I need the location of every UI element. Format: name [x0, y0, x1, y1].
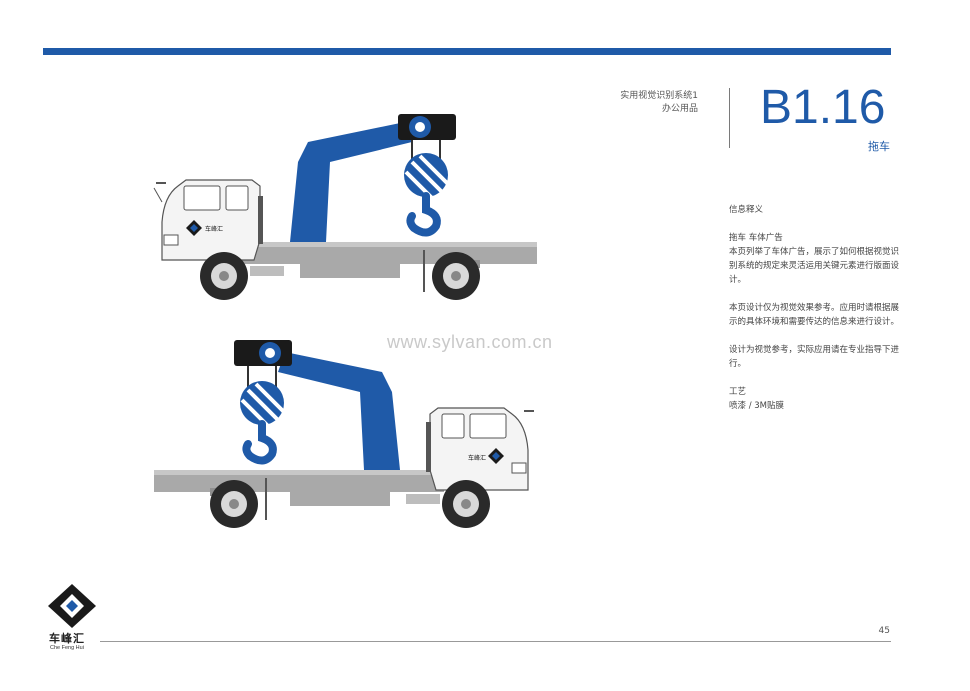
header-divider — [729, 88, 730, 148]
cab-logo-text: 车峰汇 — [205, 225, 223, 233]
system-label: 实用视觉识别系统1 办公用品 — [620, 90, 698, 116]
cab-logo-text: 车峰汇 — [468, 454, 486, 462]
info-panel: 信息释义 拖车 车体广告 本页列举了车体广告，展示了如何根据视觉识别系统的规定来… — [729, 203, 899, 427]
rear-wheel — [210, 480, 258, 528]
crane-arm — [278, 352, 400, 470]
cab-logo: 车峰汇 — [468, 448, 504, 464]
info-paragraph-3: 设计为视觉参考，实际应用请在专业指导下进行。 — [729, 345, 900, 369]
front-wheel — [442, 480, 490, 528]
tow-truck-right-illustration: 车峰汇 — [154, 340, 534, 528]
craft-value: 喷漆 / 3M贴膜 — [729, 401, 785, 411]
info-paragraph-1: 本页列举了车体广告，展示了如何根据视觉识别系统的规定来灵活运用关键元素进行版面设… — [729, 247, 900, 285]
top-accent-bar — [43, 48, 891, 55]
footer-rule — [100, 641, 891, 642]
craft-title: 工艺 — [729, 387, 747, 397]
crane-hook-block — [240, 366, 286, 465]
info-heading: 信息释义 — [729, 205, 764, 215]
crane-hook-block — [404, 140, 450, 237]
info-paragraph-2: 本页设计仅为视觉效果参考。应用时请根据展示的具体环境和需要传达的信息来进行设计。 — [729, 303, 900, 327]
system-line-1: 实用视觉识别系统1 — [620, 91, 698, 101]
system-line-2: 办公用品 — [661, 104, 698, 114]
crane-arm — [290, 122, 412, 242]
brand-name-cn: 车峰汇 — [49, 632, 85, 645]
info-item-title: 拖车 车体广告 — [729, 233, 783, 243]
rear-wheel — [432, 252, 480, 300]
brand-name-en: Che Feng Hui — [50, 645, 84, 651]
section-code: B1.16 — [760, 81, 886, 134]
tow-truck-left-illustration: 车峰汇 — [153, 114, 537, 300]
watermark: www.sylvan.com.cn — [387, 332, 553, 352]
front-wheel — [200, 252, 248, 300]
cab-logo: 车峰汇 — [186, 220, 223, 236]
section-subtitle: 拖车 — [868, 140, 890, 153]
brand-logo-icon — [48, 584, 96, 628]
page-number: 45 — [878, 626, 890, 636]
